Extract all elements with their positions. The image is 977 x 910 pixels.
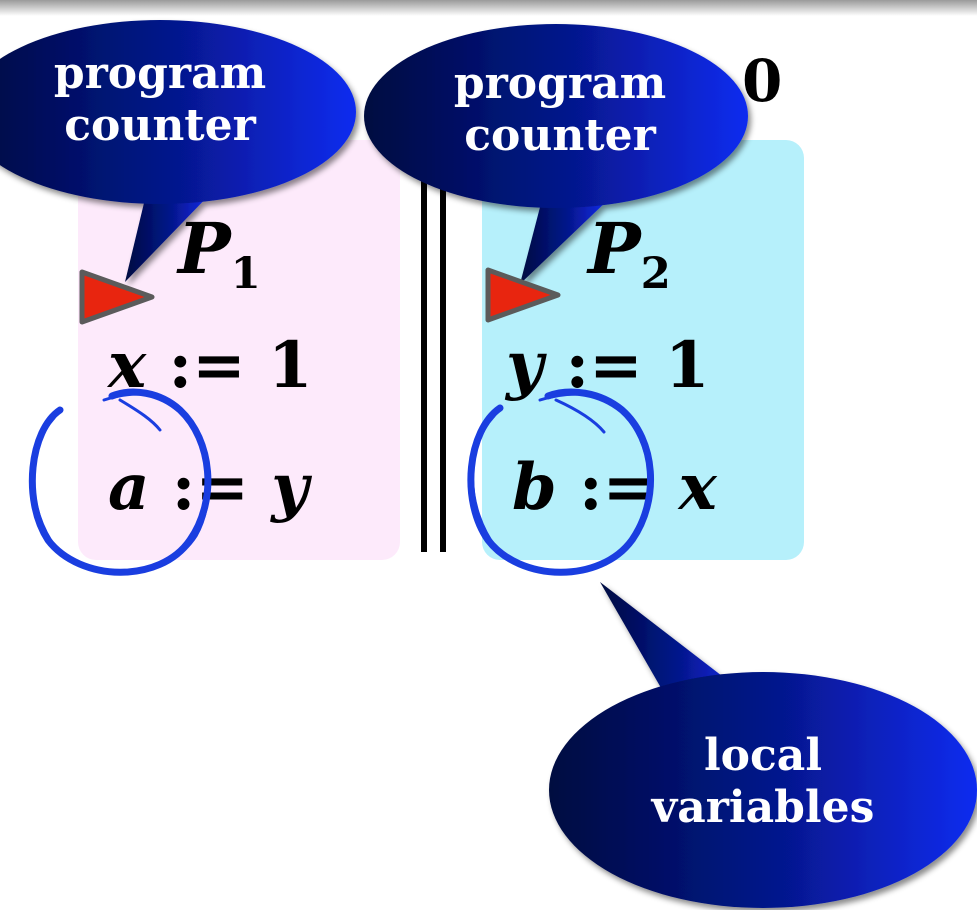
hand-drawn-circle-icon — [467, 388, 655, 576]
p1-statement-1: x := 1 — [108, 334, 313, 398]
callout-program-counter-left-text: program counter — [10, 48, 310, 152]
play-triangle-icon — [79, 269, 155, 325]
callout-local-variables-text: local variables — [568, 730, 958, 834]
callout-program-counter-right-text: program counter — [402, 58, 718, 162]
parallel-operator-bar-left — [421, 180, 427, 552]
statement-rhs: y — [271, 450, 309, 525]
callout-bubble — [364, 24, 748, 208]
process-p1-label: P1 — [178, 214, 261, 296]
top-symbol: 0 — [742, 47, 783, 115]
callout-local-variables — [549, 582, 977, 908]
process-index: 1 — [230, 248, 261, 300]
callout-program-counter-right — [364, 24, 748, 284]
assign-operator: := — [565, 328, 643, 403]
callout-line: program — [53, 48, 267, 99]
statement-rhs: 1 — [665, 328, 710, 403]
process-name: P — [588, 207, 641, 290]
hand-drawn-circle-icon — [28, 388, 212, 576]
callout-line: program — [453, 58, 667, 109]
callout-line: local — [703, 730, 823, 781]
callout-tail — [125, 178, 212, 282]
callout-bubble — [0, 20, 356, 204]
callout-bubble — [549, 672, 977, 908]
statement-rhs: 1 — [267, 328, 313, 403]
statement-lhs: y — [506, 328, 544, 403]
process-p2-label: P2 — [588, 214, 671, 296]
statement-lhs: x — [108, 328, 147, 403]
callout-tail — [520, 188, 610, 284]
process-p2-box — [482, 140, 804, 560]
top-shadow — [0, 0, 977, 16]
callout-program-counter-left — [0, 20, 356, 282]
callout-tail — [600, 582, 748, 700]
p2-statement-1: y := 1 — [506, 334, 710, 398]
process-name: P — [178, 207, 231, 290]
statement-lhs: b — [512, 450, 557, 525]
callout-line: counter — [64, 99, 256, 151]
statement-rhs: x — [678, 450, 717, 525]
statement-lhs: a — [108, 450, 150, 525]
assign-operator: := — [168, 328, 246, 403]
callout-line: counter — [464, 109, 656, 161]
callout-line: variables — [651, 781, 875, 833]
process-index: 2 — [640, 248, 671, 300]
parallel-operator-bar-right — [440, 180, 446, 552]
play-triangle-icon — [485, 267, 561, 323]
process-p1-box — [78, 140, 400, 560]
